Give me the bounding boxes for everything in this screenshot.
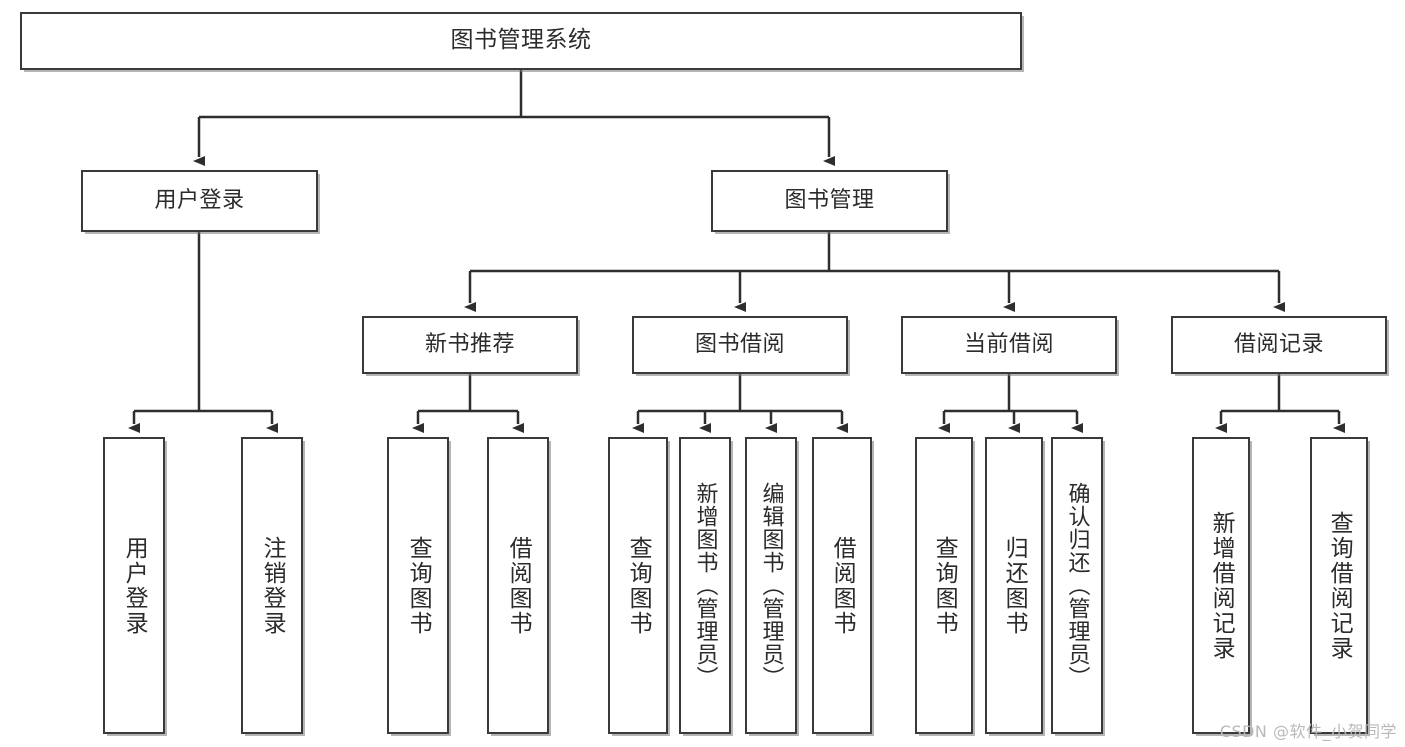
- node-feature-12[interactable]: 新增借阅记录: [1192, 437, 1250, 734]
- node-module-2[interactable]: 图书管理: [711, 170, 948, 232]
- node-feature-7[interactable]: 编辑图书（管理员）: [745, 437, 797, 734]
- node-feature-10[interactable]: 归还图书: [985, 437, 1043, 734]
- node-feature-9-label: 查询图书: [931, 535, 958, 636]
- node-module-1-label: 用户登录: [154, 188, 245, 214]
- node-submodule-1-label: 新书推荐: [424, 332, 515, 358]
- node-submodule-3-label: 当前借阅: [963, 332, 1054, 358]
- node-feature-1-label: 用户登录: [121, 535, 148, 636]
- node-root-system[interactable]: 图书管理系统: [20, 12, 1022, 70]
- node-feature-13-label: 查询借阅记录: [1326, 510, 1353, 661]
- node-submodule-4-label: 借阅记录: [1233, 332, 1324, 358]
- node-feature-3-label: 查询图书: [405, 535, 432, 636]
- node-feature-1[interactable]: 用户登录: [103, 437, 165, 734]
- node-feature-3[interactable]: 查询图书: [387, 437, 449, 734]
- node-feature-4[interactable]: 借阅图书: [487, 437, 549, 734]
- node-submodule-1[interactable]: 新书推荐: [362, 316, 578, 374]
- csdn-watermark: CSDN @软件_小贺同学: [1219, 722, 1397, 741]
- node-feature-2-label: 注销登录: [259, 535, 286, 636]
- node-feature-7-label: 编辑图书（管理员）: [758, 482, 784, 689]
- node-feature-6-label: 新增图书（管理员）: [692, 482, 718, 689]
- node-submodule-2-label: 图书借阅: [694, 332, 785, 358]
- node-feature-9[interactable]: 查询图书: [915, 437, 973, 734]
- node-feature-11-label: 确认归还（管理员）: [1064, 482, 1090, 689]
- node-feature-8[interactable]: 借阅图书: [812, 437, 872, 734]
- node-feature-12-label: 新增借阅记录: [1208, 510, 1235, 661]
- node-feature-4-label: 借阅图书: [505, 535, 532, 636]
- node-feature-2[interactable]: 注销登录: [241, 437, 303, 734]
- node-feature-8-label: 借阅图书: [829, 535, 856, 636]
- node-module-1[interactable]: 用户登录: [81, 170, 318, 232]
- node-submodule-4[interactable]: 借阅记录: [1171, 316, 1387, 374]
- node-feature-5[interactable]: 查询图书: [608, 437, 668, 734]
- node-root-system-label: 图书管理系统: [450, 27, 592, 54]
- node-feature-10-label: 归还图书: [1001, 535, 1028, 636]
- node-feature-6[interactable]: 新增图书（管理员）: [679, 437, 731, 734]
- node-submodule-2[interactable]: 图书借阅: [632, 316, 848, 374]
- node-submodule-3[interactable]: 当前借阅: [901, 316, 1117, 374]
- node-module-2-label: 图书管理: [784, 188, 875, 214]
- node-feature-13[interactable]: 查询借阅记录: [1310, 437, 1368, 734]
- node-feature-5-label: 查询图书: [625, 535, 652, 636]
- node-feature-11[interactable]: 确认归还（管理员）: [1051, 437, 1103, 734]
